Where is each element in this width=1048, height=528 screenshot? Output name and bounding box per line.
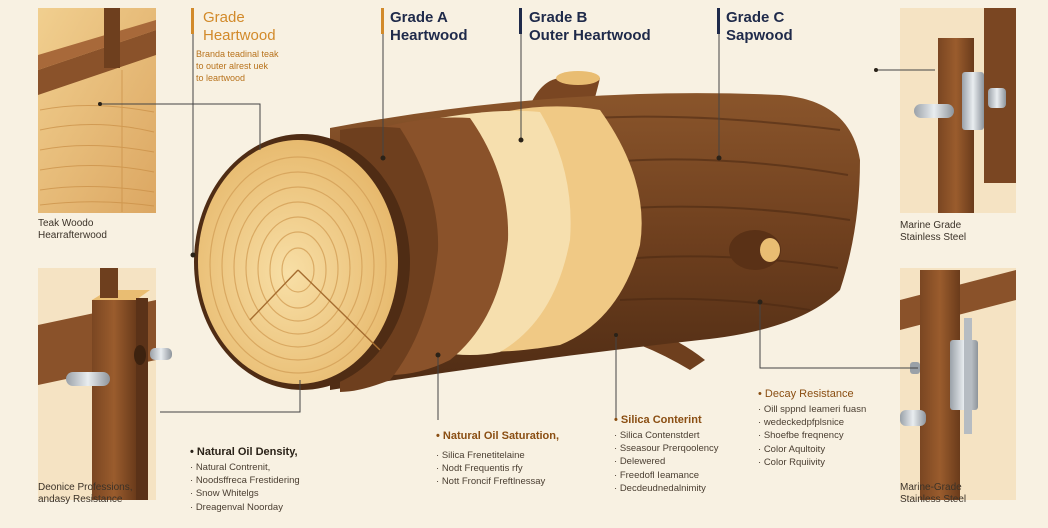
grade-heartwood-line2: Heartwood [203, 27, 276, 44]
grade-a-line1: Grade A [390, 9, 448, 26]
natural-oil-density-heading: • Natural Oil Density, [190, 446, 298, 458]
list-item: Color Rquiivity [758, 456, 898, 469]
decay-resistance-block: • Decay Resistance Oill sppnd Ieameri fu… [758, 388, 898, 469]
list-item: Silica Contenstdert [614, 429, 754, 442]
caption-line: Teak Woodo [38, 218, 94, 229]
left-bottom-caption: Deonice Professions, andasy Resistance [38, 482, 133, 506]
grade-desc-line: Branda teadinal teak [196, 49, 279, 59]
bottom-left-post-panel [38, 268, 172, 500]
caption-line: Stainless Steel [900, 232, 967, 243]
teak-log [194, 71, 860, 392]
list-item: Snow Whitelgs [190, 487, 390, 500]
list-item: Delewered [614, 455, 754, 468]
grade-desc-line: to outer alrest uek [196, 61, 269, 72]
caption-line: Stainless Steel [900, 494, 967, 505]
list-item: Natural Contrenit, [190, 461, 390, 474]
top-left-plank-panel [38, 8, 156, 213]
list-item: Sseasour Prerqoolency [614, 442, 754, 455]
caption-line: Marine-Grade [900, 482, 962, 493]
caption-line: andasy Resistance [38, 494, 123, 505]
list-item: wedeckedpfplsnice [758, 416, 898, 429]
list-item: Color Aqultoity [758, 443, 898, 456]
right-bottom-caption: Marine-Grade Stainless Steel [900, 482, 966, 506]
natural-oil-saturation-block: • Natural Oil Saturation, Silica Freneti… [436, 430, 616, 489]
natural-oil-density-block: • Natural Oil Density, Natural Contrenit… [190, 446, 390, 514]
list-item: Shoefbe freqnency [758, 429, 898, 442]
list-item: Silica Frenetitelaine [436, 449, 616, 462]
grade-c-line2: Sapwood [726, 27, 793, 44]
grade-b-line1: Grade B [529, 9, 588, 26]
left-top-caption: Teak Woodo Hearrafterwood [38, 218, 107, 242]
list-item: Nodt Frequentis rfy [436, 462, 616, 475]
grade-a-title: Grade A Heartwood [390, 9, 468, 45]
list-item: Noodsffreca Frestidering [190, 474, 390, 487]
list-item: Decdeudnedalnimity [614, 482, 754, 495]
list-item: Oill sppnd Ieameri fuasn [758, 403, 898, 416]
list-item: Nott Froncif Freftlnessay [436, 475, 616, 488]
caption-line: Marine Grade [900, 220, 962, 231]
bottom-right-steel-panel [900, 268, 1016, 500]
silica-content-heading: • Silica Conterint [614, 414, 702, 426]
list-item: Dreagenval Noorday [190, 501, 390, 514]
grade-c-line1: Grade C [726, 9, 785, 26]
grade-b-title: Grade B Outer Heartwood [529, 9, 651, 45]
grade-a-line2: Heartwood [390, 27, 468, 44]
leader-lines [100, 12, 935, 420]
grade-heartwood-line1: Grade [203, 9, 245, 26]
grade-heartwood-title: Grade Heartwood [203, 9, 276, 45]
natural-oil-saturation-heading: • Natural Oil Saturation, [436, 430, 560, 442]
caption-line: Hearrafterwood [38, 230, 107, 241]
top-right-steel-panel [900, 8, 1016, 213]
grade-b-line2: Outer Heartwood [529, 27, 651, 44]
decay-resistance-heading: • Decay Resistance [758, 388, 854, 400]
right-top-caption: Marine Grade Stainless Steel [900, 220, 966, 244]
caption-line: Deonice Professions, [38, 482, 133, 493]
grade-desc-line: to leartwood [196, 73, 246, 84]
grade-heartwood-description: Branda teadinal teak to outer alrest uek… [196, 48, 279, 84]
silica-content-block: • Silica Conterint Silica Contenstdert S… [614, 414, 754, 495]
list-item: Freedofl Ieamance [614, 469, 754, 482]
grade-c-title: Grade C Sapwood [726, 9, 793, 45]
